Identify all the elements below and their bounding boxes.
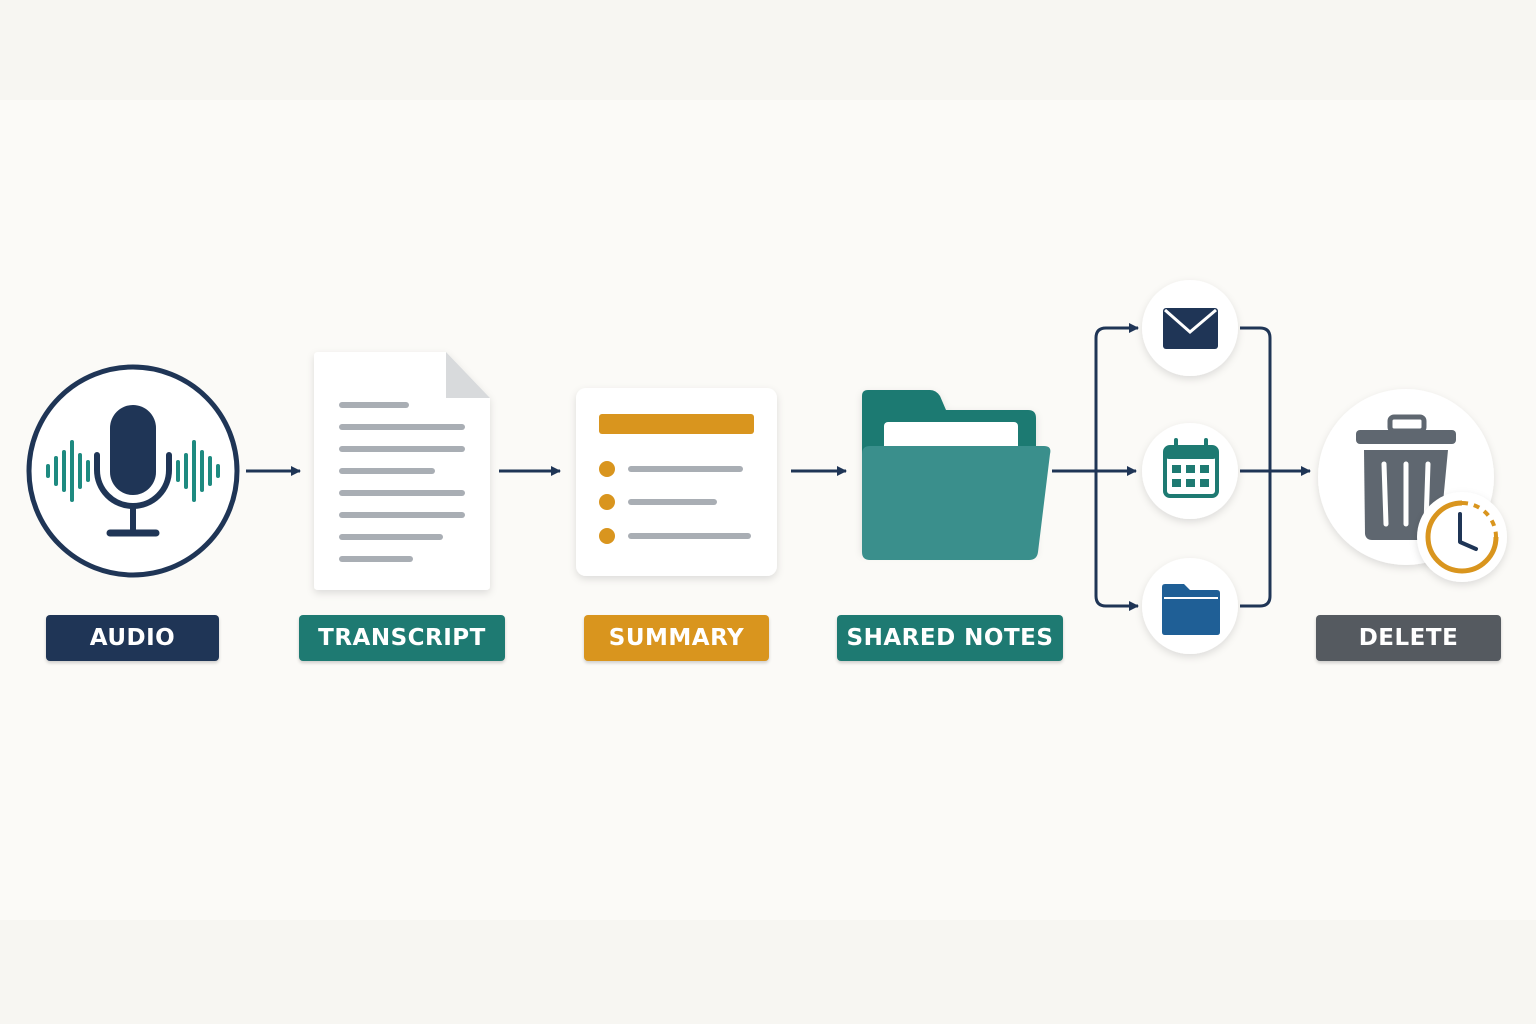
envelope-icon (1142, 280, 1238, 376)
audio-label: AUDIO (46, 615, 219, 661)
summary-list-icon (576, 388, 777, 576)
summary-label: SUMMARY (584, 615, 769, 661)
soundwave-right (176, 440, 220, 502)
shared-notes-label: SHARED NOTES (837, 615, 1063, 661)
blue-folder-icon (1142, 558, 1238, 654)
branch-connector (1052, 323, 1311, 611)
folder-icon (862, 390, 1051, 560)
document-icon (314, 352, 490, 590)
trash-with-clock-icon (1318, 389, 1507, 582)
delete-label: DELETE (1316, 615, 1501, 661)
calendar-icon (1142, 423, 1238, 519)
transcript-label: TRANSCRIPT (299, 615, 505, 661)
soundwave-left (46, 440, 90, 502)
microphone-with-soundwave-icon (26, 364, 240, 578)
